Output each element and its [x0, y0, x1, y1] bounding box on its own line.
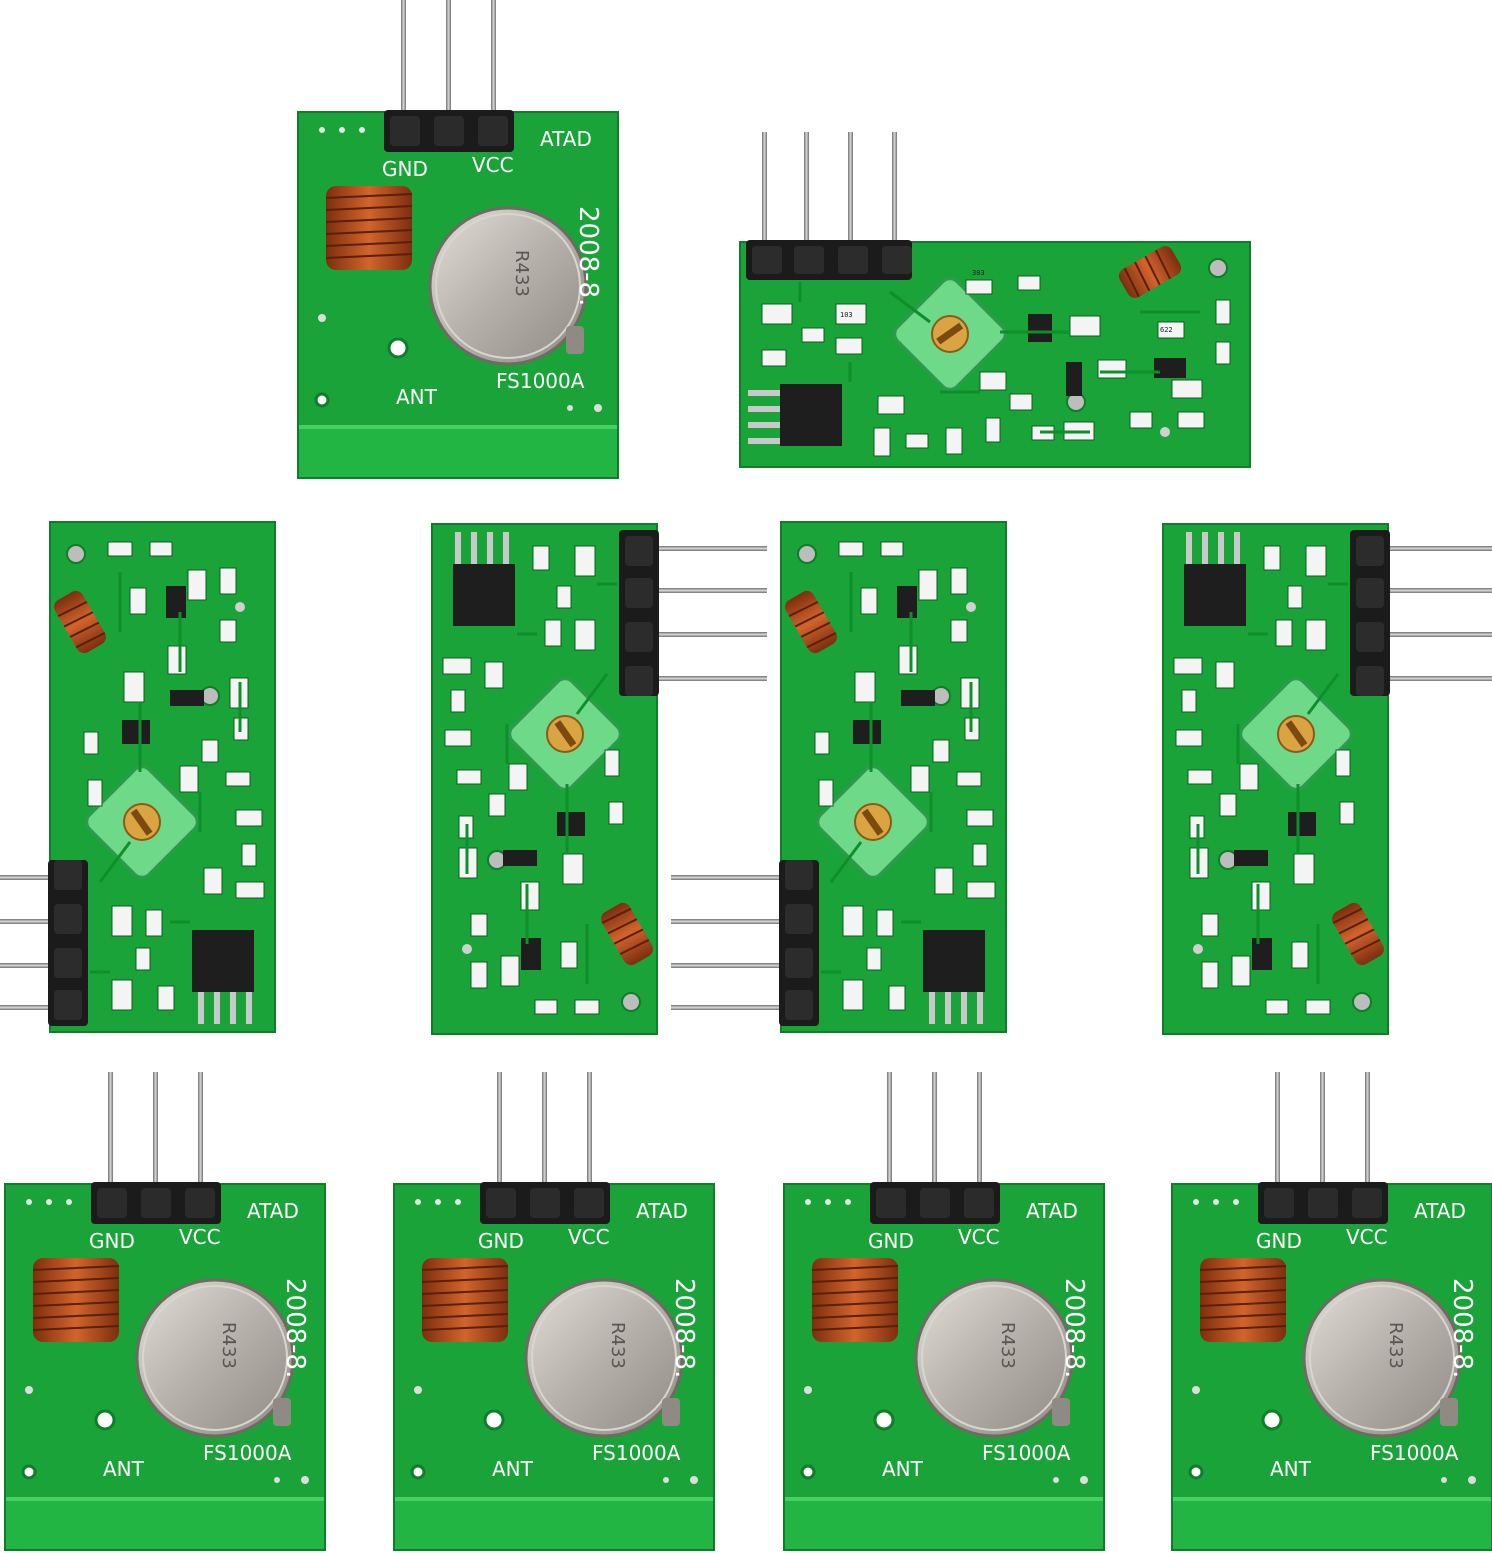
transmitter-module-bottom-1: GND VCC ATAD ANT FS1000A 2008-8. R433 — [3, 1070, 327, 1552]
pin-label-vcc: VCC — [958, 1225, 1000, 1249]
pin-label-data: ATAD — [540, 127, 592, 151]
crystal-label: R433 — [607, 1322, 628, 1369]
antenna-label: ANT — [396, 385, 438, 409]
pin-label-vcc: VCC — [568, 1225, 610, 1249]
antenna-label: ANT — [882, 1457, 924, 1481]
pin-label-gnd: GND — [382, 157, 428, 181]
crystal-label: R433 — [218, 1322, 239, 1369]
pin-label-gnd: GND — [1256, 1229, 1302, 1253]
date-label: 2008-8. — [669, 1278, 699, 1378]
receiver-module-mid-3 — [669, 520, 1008, 1034]
smd-label: 622 — [1160, 326, 1173, 334]
pin-label-vcc: VCC — [472, 153, 514, 177]
pin-label-data: ATAD — [1026, 1199, 1078, 1223]
antenna-label: ANT — [103, 1457, 145, 1481]
receiver-module-mid-1 — [0, 520, 277, 1034]
pin-label-data: ATAD — [1414, 1199, 1466, 1223]
pin-label-gnd: GND — [89, 1229, 135, 1253]
date-label: 2008-8. — [573, 206, 603, 306]
model-label: FS1000A — [592, 1441, 681, 1465]
pin-label-gnd: GND — [478, 1229, 524, 1253]
pin-label-vcc: VCC — [179, 1225, 221, 1249]
antenna-label: ANT — [492, 1457, 534, 1481]
receiver-module-top: 303 103 622 R25 — [738, 130, 1252, 469]
date-label: 2008-8. — [1447, 1278, 1477, 1378]
receiver-module-mid-4 — [1161, 522, 1492, 1036]
date-label: 2008-8. — [1059, 1278, 1089, 1378]
model-label: FS1000A — [982, 1441, 1071, 1465]
transmitter-module-bottom-4: GND VCC ATAD ANT FS1000A 2008-8. R433 — [1170, 1070, 1492, 1552]
model-label: FS1000A — [496, 369, 585, 393]
transmitter-module-bottom-2: GND VCC ATAD ANT FS1000A 2008-8. R433 — [392, 1070, 716, 1552]
smd-label: 303 — [972, 269, 985, 277]
date-label: 2008-8. — [280, 1278, 310, 1378]
pin-label-data: ATAD — [636, 1199, 688, 1223]
model-label: FS1000A — [1370, 1441, 1459, 1465]
model-label: FS1000A — [203, 1441, 292, 1465]
antenna-label: ANT — [1270, 1457, 1312, 1481]
smd-label: R25 — [1158, 366, 1171, 374]
receiver-module-mid-2 — [430, 522, 769, 1036]
crystal-label: R433 — [997, 1322, 1018, 1369]
pin-label-gnd: GND — [868, 1229, 914, 1253]
transmitter-module-top: GND VCC ATAD ANT FS1000A 2008-8. R433 — [296, 0, 620, 480]
smd-label: 103 — [840, 311, 853, 319]
pin-label-vcc: VCC — [1346, 1225, 1388, 1249]
crystal-label: R433 — [511, 250, 532, 297]
pin-label-data: ATAD — [247, 1199, 299, 1223]
crystal-label: R433 — [1385, 1322, 1406, 1369]
transmitter-module-bottom-3: GND VCC ATAD ANT FS1000A 2008-8. R433 — [782, 1070, 1106, 1552]
